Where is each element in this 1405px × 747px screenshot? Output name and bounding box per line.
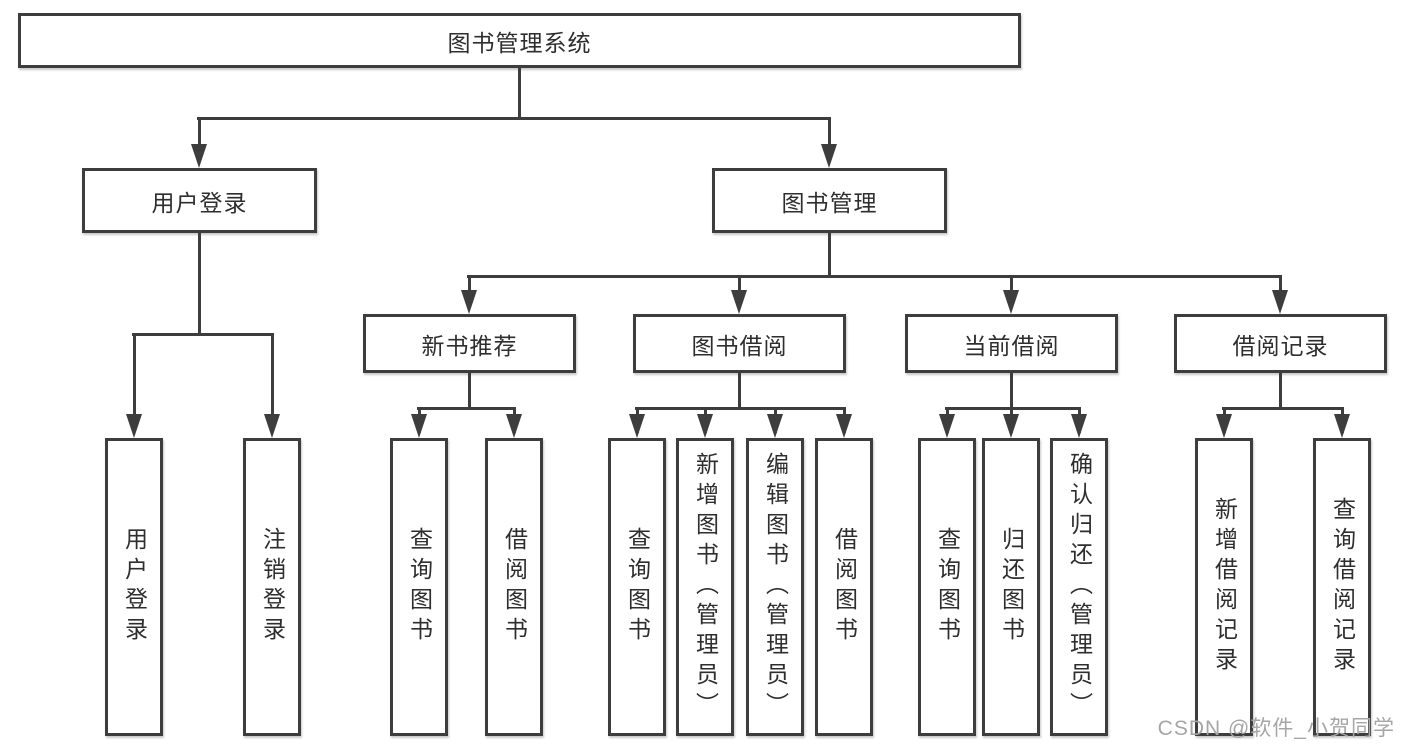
leaf-query-books-recommend: 查询图书 <box>390 438 448 736</box>
connector-group-drop <box>1010 373 1013 410</box>
connector-drop-book-mgmt <box>828 117 831 157</box>
leaf-add-borrow-record: 新增借阅记录 <box>1195 438 1253 736</box>
arrow-down-icon <box>767 414 783 438</box>
leaf-query-borrow-record: 查询借阅记录 <box>1313 438 1371 736</box>
leaf-user-login: 用户登录 <box>105 438 163 736</box>
leaf-label: 注销登录 <box>259 527 286 647</box>
leaf-label: 确认归还（管理员） <box>1066 452 1093 722</box>
leaf-borrow-books-borrowing: 借阅图书 <box>815 438 873 736</box>
node-current-borrowing: 当前借阅 <box>905 314 1118 373</box>
connector-group-hbar <box>1222 407 1343 410</box>
arrow-down-icon <box>731 290 747 314</box>
watermark: CSDN @软件_小贺同学 <box>1157 717 1395 740</box>
leaf-label: 查询图书 <box>934 527 961 647</box>
arrow-down-icon <box>1216 414 1232 438</box>
leaf-label: 归还图书 <box>998 527 1025 647</box>
node-library-management-system: 图书管理系统 <box>18 13 1021 68</box>
node-borrowing-records: 借阅记录 <box>1174 314 1387 373</box>
leaf-query-books-current: 查询图书 <box>918 438 976 736</box>
arrow-down-icon <box>697 414 713 438</box>
arrow-down-icon <box>411 414 427 438</box>
connector-group-hbar <box>945 407 1081 410</box>
node-new-book-recommend: 新书推荐 <box>363 314 576 373</box>
leaf-label: 编辑图书（管理员） <box>762 452 789 722</box>
connector-group-drop <box>468 373 471 410</box>
connector-user-login-hbar <box>132 333 273 336</box>
leaf-label: 查询借阅记录 <box>1329 497 1356 677</box>
leaf-logout: 注销登录 <box>243 438 301 736</box>
connector-group-drop <box>738 373 741 410</box>
leaf-edit-books-admin: 编辑图书（管理员） <box>746 438 804 736</box>
connector-book-mgmt-drop <box>828 233 831 278</box>
leaf-label: 借阅图书 <box>831 527 858 647</box>
connector-group-hbar <box>417 407 516 410</box>
connector-drop-leaf <box>133 333 136 428</box>
connector-user-login-drop <box>198 233 201 336</box>
arrow-down-icon <box>191 144 207 168</box>
arrow-down-icon <box>1003 290 1019 314</box>
connector-drop-user-login <box>198 117 201 157</box>
leaf-label: 新增图书（管理员） <box>692 452 719 722</box>
connector-group-hbar <box>635 407 846 410</box>
arrow-down-icon <box>506 414 522 438</box>
connector-drop-leaf <box>271 333 274 428</box>
leaf-label: 查询图书 <box>406 527 433 647</box>
connector-root-hbar <box>197 117 831 120</box>
arrow-down-icon <box>1071 414 1087 438</box>
leaf-add-books-admin: 新增图书（管理员） <box>676 438 734 736</box>
leaf-confirm-return-admin: 确认归还（管理员） <box>1050 438 1108 736</box>
arrow-down-icon <box>939 414 955 438</box>
arrow-down-icon <box>1334 414 1350 438</box>
arrow-down-icon <box>836 414 852 438</box>
arrow-down-icon <box>126 414 142 438</box>
leaf-query-books-borrowing: 查询图书 <box>608 438 666 736</box>
arrow-down-icon <box>1272 290 1288 314</box>
leaf-label: 借阅图书 <box>501 527 528 647</box>
connector-group-drop <box>1279 373 1282 410</box>
leaf-label: 用户登录 <box>121 527 148 647</box>
node-book-borrowing: 图书借阅 <box>633 314 846 373</box>
node-user-login: 用户登录 <box>82 168 317 233</box>
leaf-label: 新增借阅记录 <box>1211 497 1238 677</box>
leaf-return-books: 归还图书 <box>982 438 1040 736</box>
arrow-down-icon <box>629 414 645 438</box>
connector-root-drop <box>518 68 521 120</box>
arrow-down-icon <box>264 414 280 438</box>
connector-book-mgmt-hbar <box>467 275 1281 278</box>
leaf-label: 查询图书 <box>624 527 651 647</box>
arrow-down-icon <box>461 290 477 314</box>
node-book-management: 图书管理 <box>712 168 947 233</box>
arrow-down-icon <box>821 144 837 168</box>
arrow-down-icon <box>1003 414 1019 438</box>
leaf-borrow-books-recommend: 借阅图书 <box>485 438 543 736</box>
